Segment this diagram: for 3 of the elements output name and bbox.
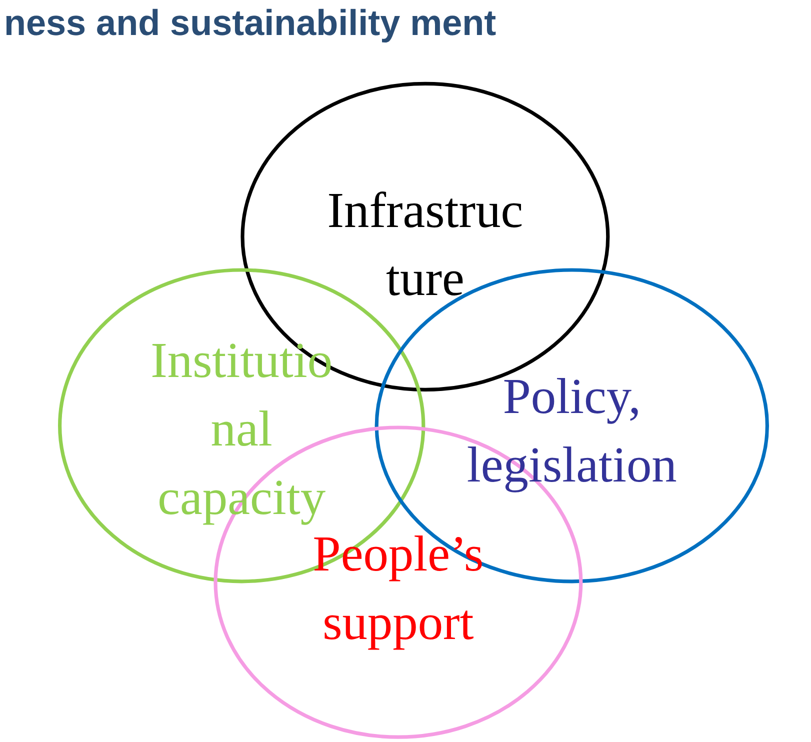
title: ness and sustainability ment xyxy=(4,2,498,44)
ellipse-label: Infrastruc ture xyxy=(326,182,524,309)
ellipse-label: Policy, legislation xyxy=(466,368,678,496)
